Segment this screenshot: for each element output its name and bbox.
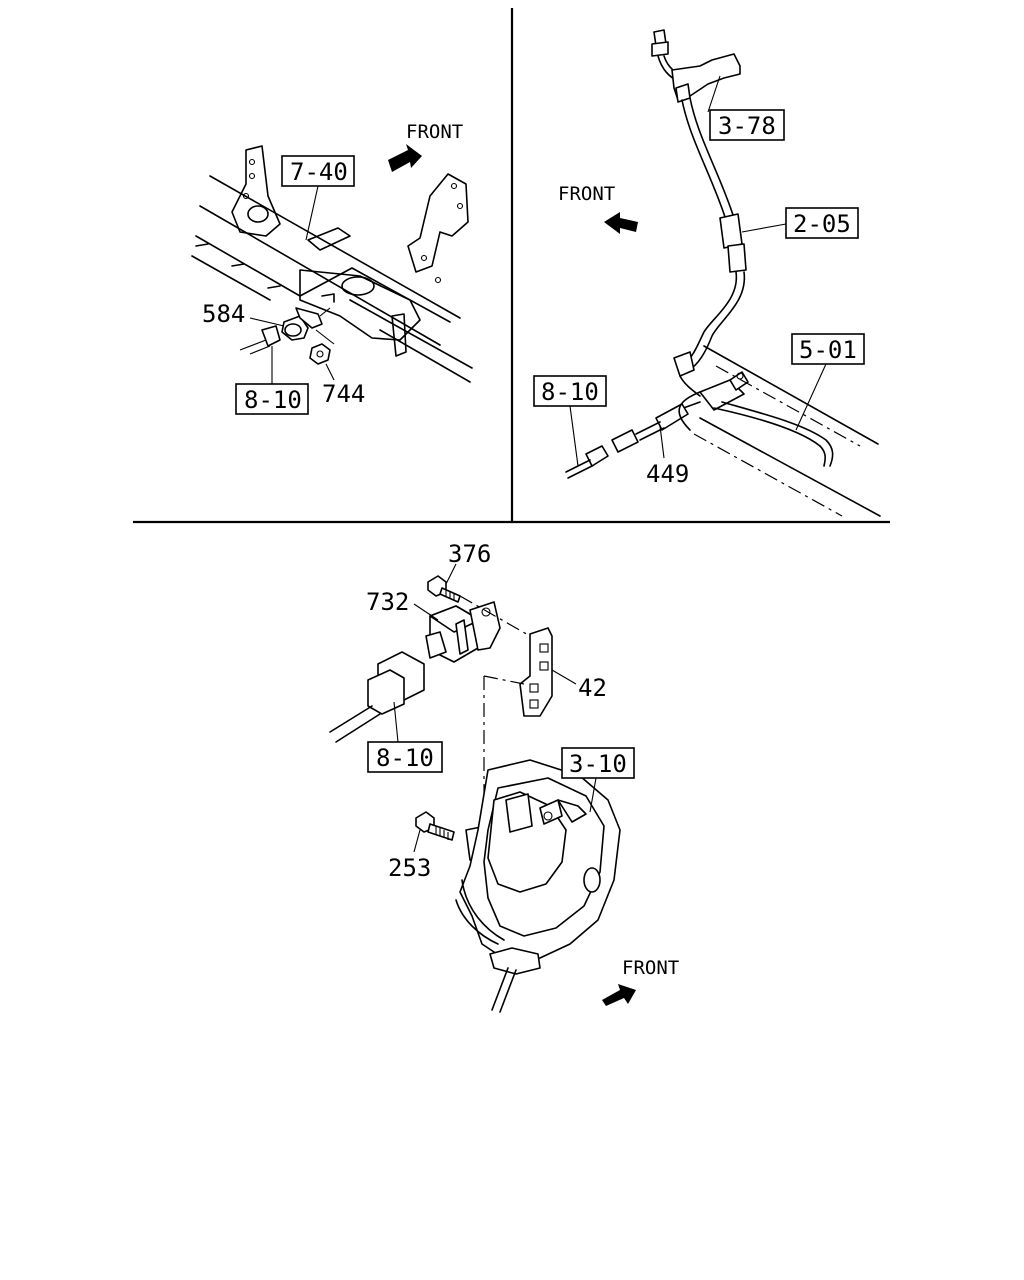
ref-8-10-label-top-left: 8-10 — [244, 386, 302, 414]
part-449-label: 449 — [646, 460, 689, 488]
part-732-module — [425, 601, 501, 663]
part-253-label: 253 — [388, 854, 431, 882]
part-42-bracket — [519, 627, 553, 717]
part-744-label: 744 — [322, 380, 365, 408]
front-label-bottom: FRONT — [622, 957, 679, 979]
ref-box-8-10-top-left — [235, 383, 309, 415]
connector-8-10-bottom — [329, 651, 425, 743]
front-label-top-left: FRONT — [406, 121, 463, 143]
ref-5-01-label: 5-01 — [799, 336, 857, 364]
panel-bottom: FRONT — [329, 540, 679, 1013]
ref-7-40-label: 7-40 — [290, 158, 348, 186]
ref-8-10-label-bottom: 8-10 — [376, 744, 434, 772]
part-376-label: 376 — [448, 540, 491, 568]
ref-box-8-10-bottom — [367, 741, 443, 773]
front-arrow-top-left-icon — [388, 144, 422, 172]
ref-3-78-label: 3-78 — [718, 112, 776, 140]
part-744-nut — [309, 343, 331, 365]
front-label-top-right: FRONT — [558, 183, 615, 205]
part-584-label: 584 — [202, 300, 245, 328]
panel-top-right: FRONT — [533, 29, 881, 517]
ref-box-3-10 — [561, 747, 635, 779]
connector-8-10-top-left — [239, 325, 281, 355]
ref-8-10-label-top-right: 8-10 — [541, 378, 599, 406]
ref-2-05-label: 2-05 — [793, 210, 851, 238]
ref-box-2-05 — [785, 207, 859, 239]
frame-assembly-top-left — [191, 145, 473, 383]
ref-3-10-label: 3-10 — [569, 750, 627, 778]
part-584-sensor-bracket — [281, 307, 335, 345]
brake-line-assembly — [565, 29, 834, 479]
ref-box-3-78 — [709, 109, 785, 141]
part-732-label: 732 — [366, 588, 409, 616]
front-arrow-bottom-icon — [602, 984, 636, 1006]
part-253-bolt — [415, 811, 455, 841]
part-376-bolt — [427, 575, 461, 603]
assembly-3-10-shift-lever — [455, 759, 621, 1013]
ref-box-5-01 — [791, 333, 865, 365]
frame-5-01 — [678, 345, 881, 517]
ref-box-8-10-top-right — [533, 375, 607, 407]
front-arrow-top-right-icon — [604, 212, 638, 234]
panel-top-left: FRONT — [191, 121, 473, 415]
part-42-label: 42 — [578, 674, 607, 702]
ref-box-7-40 — [281, 155, 355, 187]
